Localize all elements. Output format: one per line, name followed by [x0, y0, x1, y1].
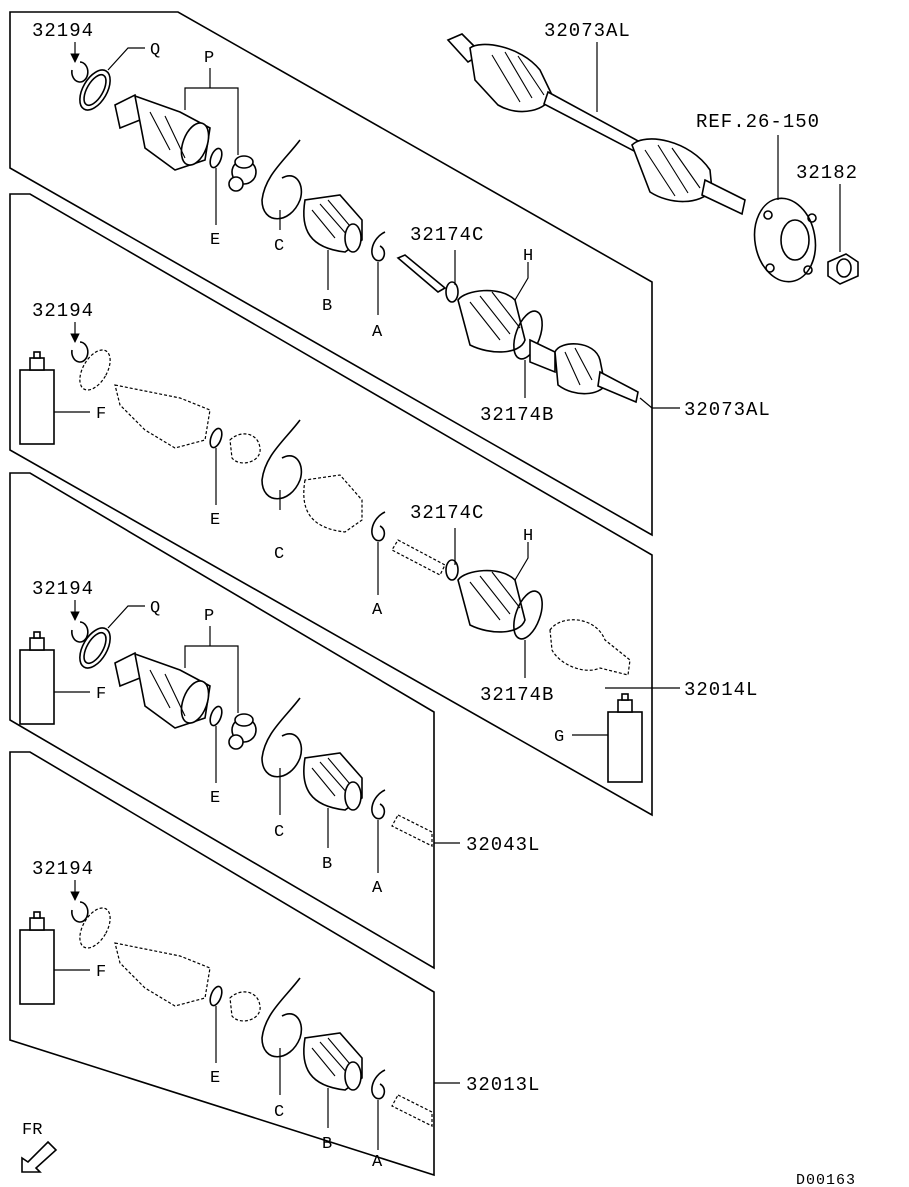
panel-1-parts	[71, 61, 639, 404]
label-32073al-top: 32073AL	[544, 20, 631, 42]
label-fr: FR	[22, 1121, 42, 1140]
panel-4-outline	[9, 751, 435, 1177]
label-a-p1: A	[372, 323, 383, 342]
label-32194-p2: 32194	[32, 300, 94, 322]
label-p-p1: P	[204, 49, 214, 68]
label-b-p4: B	[322, 1135, 332, 1154]
label-h-p2: H	[523, 527, 533, 546]
wheel-hub	[753, 197, 817, 283]
label-c-p2: C	[274, 545, 284, 564]
label-f-p3: F	[96, 685, 106, 704]
label-32013l: 32013L	[466, 1074, 540, 1096]
label-h-p1: H	[523, 247, 533, 266]
circlip-ring	[71, 61, 89, 83]
label-32014l: 32014L	[684, 679, 758, 701]
panel-2-parts	[19, 341, 643, 783]
label-32073al-mid: 32073AL	[684, 399, 771, 421]
label-q-p3: Q	[150, 599, 160, 618]
label-e-p4: E	[210, 1069, 220, 1088]
diagram-code: D00163	[796, 1172, 856, 1187]
panel-3-parts	[19, 621, 433, 847]
grease-tube-g	[607, 693, 643, 783]
label-q-p1: Q	[150, 41, 160, 60]
label-32174c-p1: 32174C	[410, 224, 484, 246]
boot-band-c	[261, 139, 303, 220]
label-c-p1: C	[274, 237, 284, 256]
leader-lines	[54, 42, 841, 1150]
label-32174b-p2: 32174B	[480, 684, 554, 706]
label-f-p4: F	[96, 963, 106, 982]
label-a-p4: A	[372, 1153, 383, 1172]
panel-1-outline	[9, 11, 653, 537]
label-g: G	[554, 728, 564, 747]
label-b-p1: B	[322, 297, 332, 316]
label-c-p4: C	[274, 1103, 284, 1122]
label-32043l: 32043L	[466, 834, 540, 856]
label-c-p3: C	[274, 823, 284, 842]
front-direction-arrow-icon	[21, 1140, 58, 1173]
panel-2-outline	[9, 193, 653, 817]
hub-nut	[827, 253, 859, 285]
outer-joint-shaft	[396, 254, 639, 404]
label-32174b-p1: 32174B	[480, 404, 554, 426]
label-e-p3: E	[210, 789, 220, 808]
panel-3-outline	[9, 472, 435, 970]
label-e-p1: E	[210, 231, 220, 250]
seal-ring-q	[79, 69, 111, 111]
inner-boot-b	[303, 194, 363, 253]
label-32194-p1: 32194	[32, 20, 94, 42]
grease-tube-f	[19, 351, 55, 445]
panel-4-parts	[19, 901, 433, 1127]
label-ref-26-150: REF.26-150	[696, 111, 820, 133]
label-p-p3: P	[204, 607, 214, 626]
label-e-p2: E	[210, 511, 220, 530]
label-32194-p3: 32194	[32, 578, 94, 600]
tripod-spider	[228, 155, 257, 192]
snap-ring-e	[209, 147, 223, 169]
label-f-p2: F	[96, 405, 106, 424]
label-a-p3: A	[372, 879, 383, 898]
label-a-p2: A	[372, 601, 383, 620]
small-band-a	[371, 231, 386, 262]
label-32194-p4: 32194	[32, 858, 94, 880]
inner-joint-housing	[114, 93, 211, 171]
label-32174c-p2: 32174C	[410, 502, 484, 524]
shaft-assembly-top	[446, 33, 746, 216]
label-b-p3: B	[322, 855, 332, 874]
label-32182: 32182	[796, 162, 858, 184]
